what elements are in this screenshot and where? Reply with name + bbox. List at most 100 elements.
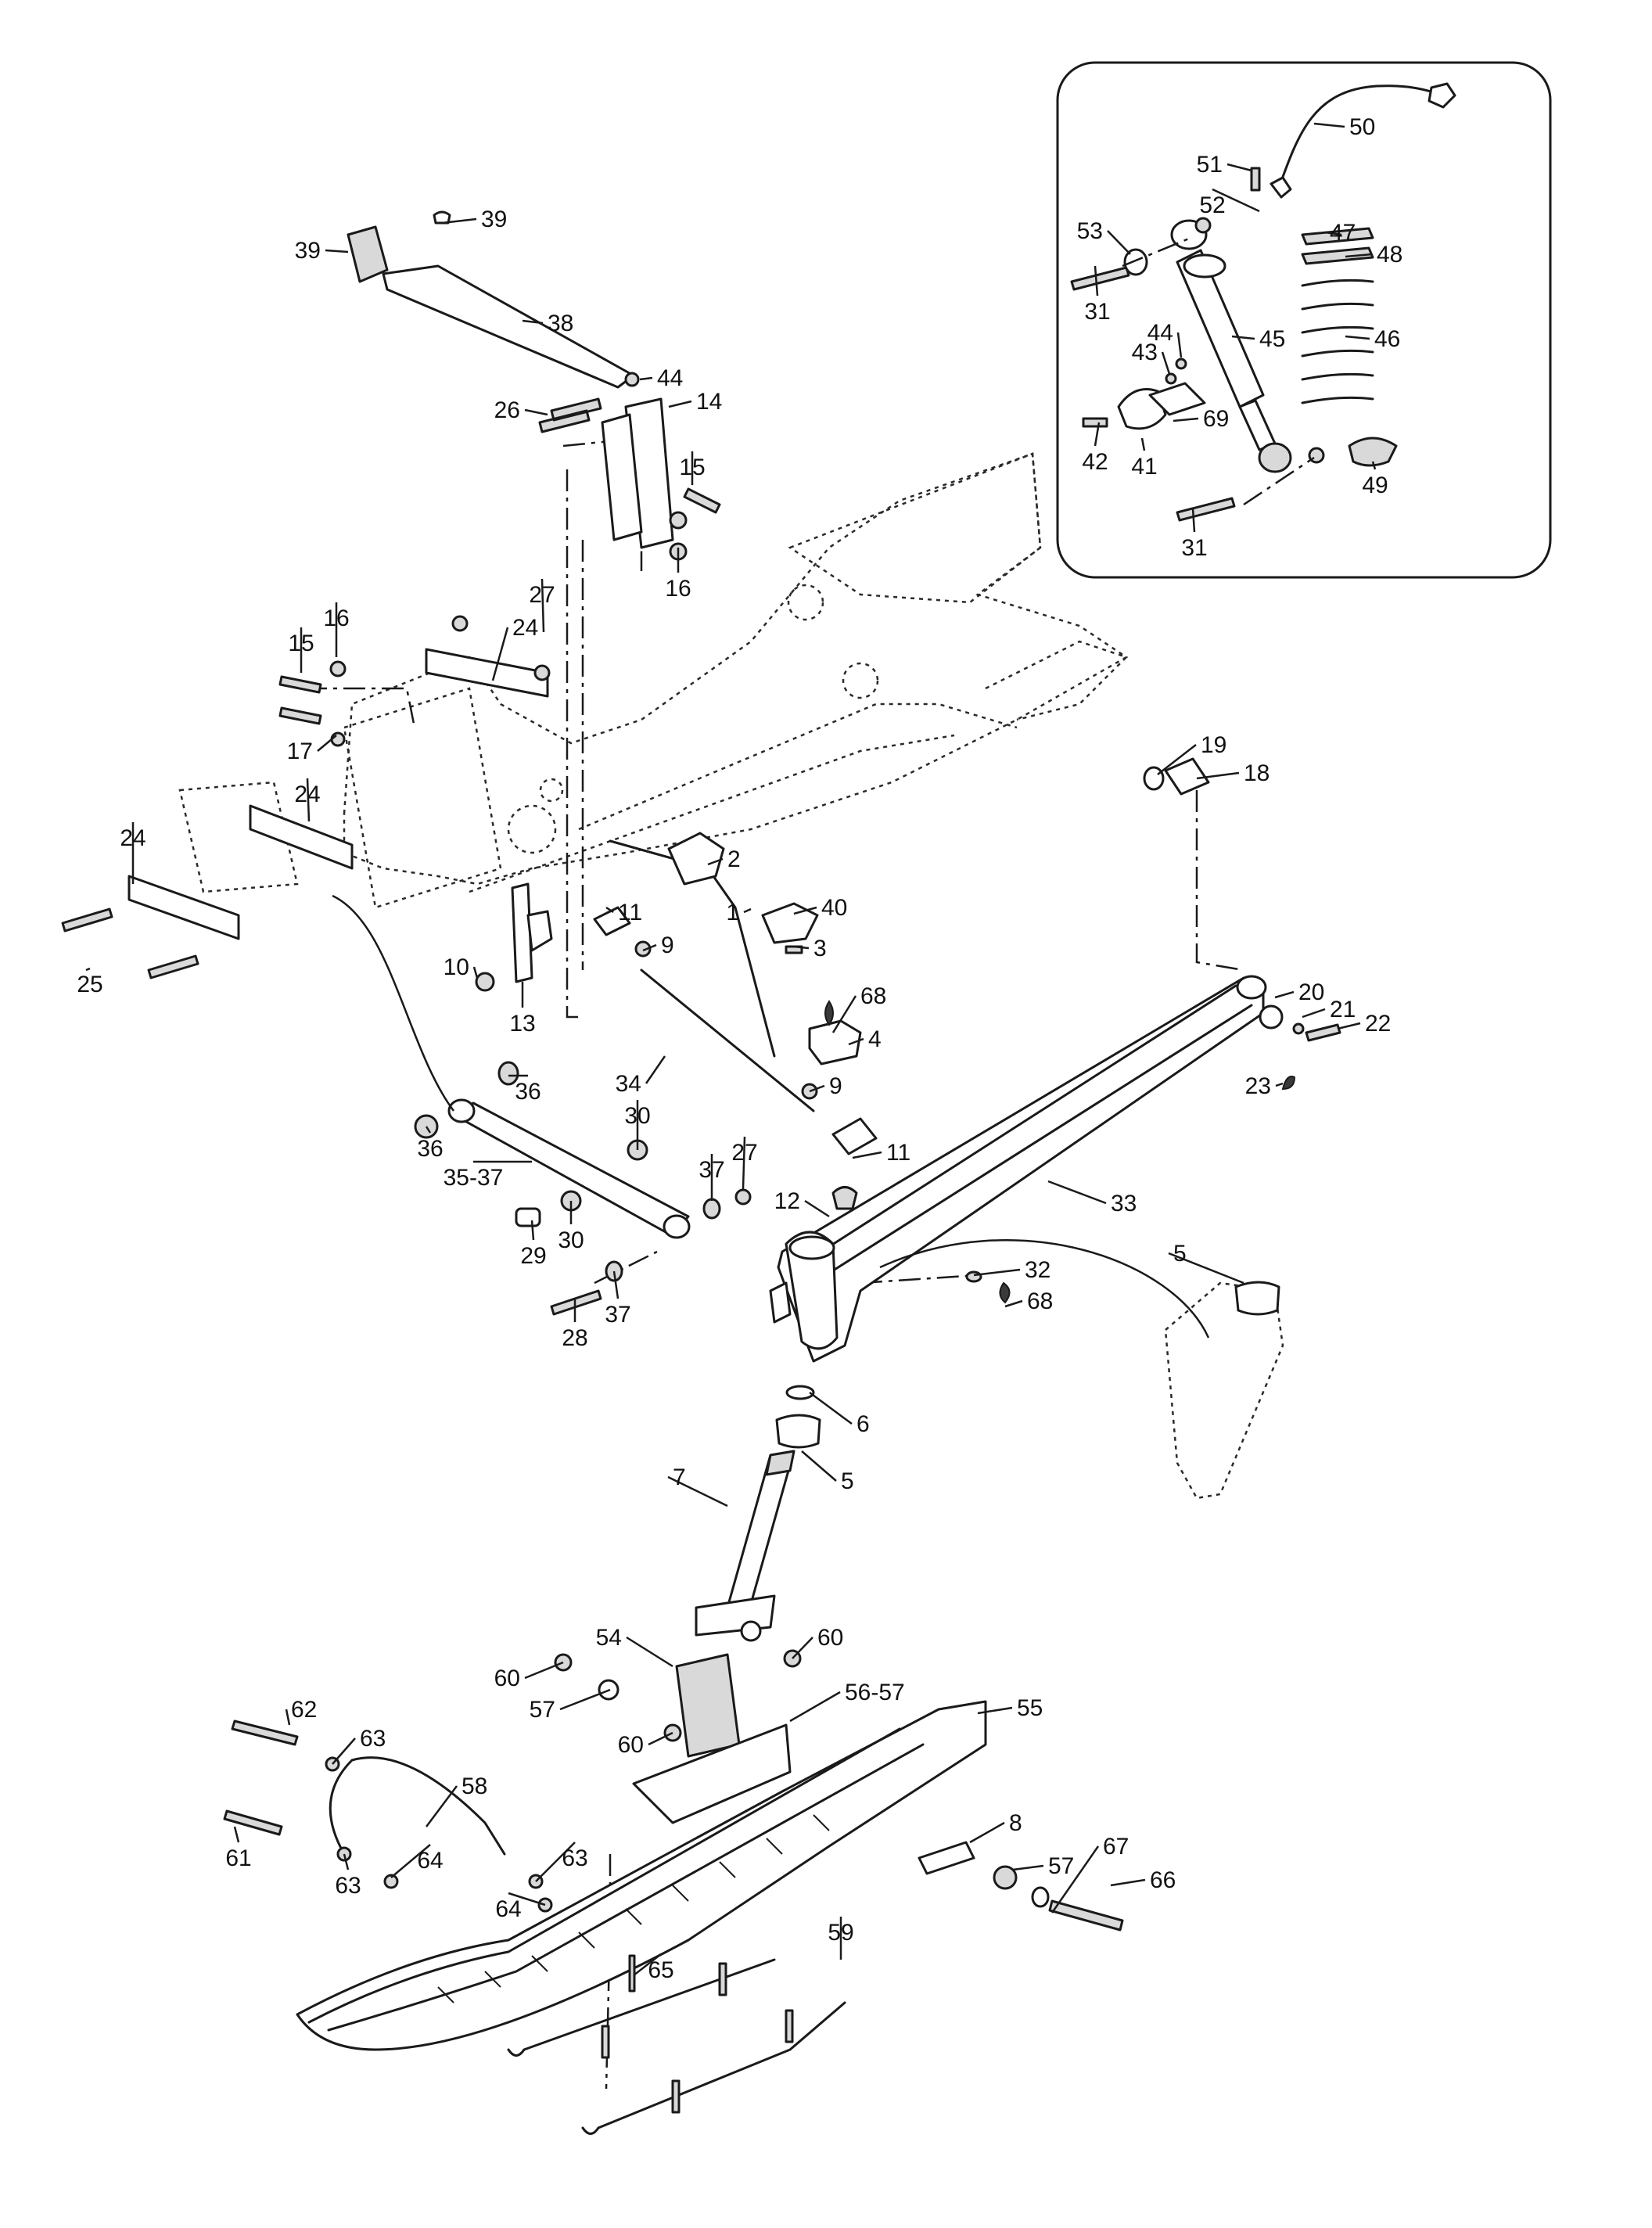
spring-46 (1301, 227, 1374, 404)
callout-c5b: 5 (801, 1450, 854, 1494)
link-24-left (127, 875, 240, 940)
callout-label: 42 (1082, 449, 1108, 475)
centerline-28 (594, 1250, 658, 1285)
callout-label: 46 (1374, 326, 1400, 352)
callout-c48: 48 (1345, 242, 1402, 268)
callout-label: 5 (1173, 1241, 1187, 1267)
bolt-15-top (683, 487, 721, 514)
callout-c62: 62 (285, 1697, 317, 1726)
bracket-69 (1148, 382, 1206, 416)
ski-saddle-56-57 (632, 1723, 792, 1824)
runner-59-a (507, 1958, 776, 2057)
callout-leader (1050, 1845, 1100, 1914)
bushing-18 (1164, 757, 1210, 796)
callout-c58: 58 (426, 1773, 487, 1827)
link-24-mid (249, 804, 354, 870)
callout-label: 32 (1025, 1257, 1050, 1283)
callout-label: 47 (1330, 220, 1356, 246)
bolt-61 (223, 1809, 283, 1836)
callout-leader (633, 1953, 662, 1976)
callout-label: 29 (520, 1243, 546, 1269)
callout-leader (742, 1136, 746, 1190)
frame-hole-b (842, 662, 879, 699)
hose-50 (1277, 84, 1441, 189)
nut-64-a (383, 1874, 399, 1889)
bolt-28 (550, 1289, 602, 1316)
frame-outline (343, 452, 1129, 886)
callout-c67: 67 (1050, 1834, 1129, 1914)
callout-leader (809, 1391, 853, 1425)
callout-label: 51 (1197, 152, 1223, 178)
callout-c29: 29 (520, 1220, 547, 1269)
callout-leader (648, 1731, 673, 1746)
callout-label: 37 (699, 1157, 724, 1183)
callout-label: 64 (417, 1848, 443, 1874)
hose-fitting (1428, 82, 1456, 109)
callout-leader (792, 1637, 813, 1659)
runner-59-b (581, 2001, 846, 2135)
callout-leader (1231, 335, 1255, 340)
arrow-curve-ski (879, 1239, 1210, 1339)
callout-label: 54 (596, 1625, 622, 1651)
callout-label: 69 (1203, 406, 1229, 432)
centerline-18-33 (1195, 790, 1244, 972)
cap-23 (1281, 1076, 1296, 1091)
callout-leader (969, 1821, 1005, 1844)
callout-c21: 21 (1302, 997, 1356, 1022)
callout-leader (1337, 1022, 1361, 1030)
callout-c45: 45 (1231, 326, 1285, 352)
spindle-7 (695, 1450, 795, 1642)
callout-c16a: 16 (665, 548, 691, 602)
callout-leader (1313, 122, 1345, 128)
callout-label: 2 (727, 846, 741, 872)
callout-label: 63 (335, 1873, 361, 1899)
washer-43 (1165, 372, 1177, 385)
callout-label: 52 (1199, 192, 1225, 218)
callout-c37a: 37 (699, 1154, 725, 1201)
callout-label: 35-37 (444, 1165, 504, 1191)
callout-leader (317, 735, 337, 752)
frame-mount-plate (788, 452, 1042, 604)
callout-c50: 50 (1313, 114, 1375, 140)
runner-stud-b (718, 1962, 727, 1996)
centerline-13 (566, 469, 583, 1019)
inset-centerline-a (1122, 237, 1190, 268)
callout-label: 63 (360, 1726, 386, 1752)
callout-c47: 47 (1324, 220, 1356, 246)
nut-10 (475, 972, 495, 992)
callout-label: 34 (616, 1071, 641, 1097)
callout-c5a: 5 (1168, 1241, 1244, 1285)
callout-c22: 22 (1337, 1011, 1391, 1037)
callout-label: 27 (529, 582, 555, 608)
callout-label: 24 (120, 825, 145, 851)
frame-right-arm (985, 640, 1129, 721)
trailing-arm-33 (769, 975, 1267, 1363)
callout-label: 64 (495, 1896, 521, 1922)
callout-c41: 41 (1131, 437, 1158, 480)
callout-leader (1371, 461, 1377, 470)
callout-c12: 12 (774, 1188, 830, 1218)
callout-leader (472, 966, 479, 979)
nut-27-top-b (533, 664, 551, 681)
callout-leader (1226, 163, 1252, 172)
callout-leader (1345, 253, 1373, 258)
nut-16-top-a (669, 511, 688, 530)
cap-39-left (347, 225, 389, 283)
callout-label: 57 (530, 1697, 555, 1723)
callout-label: 37 (605, 1302, 630, 1328)
callout-leader (233, 1826, 240, 1843)
callout-leader (789, 1691, 841, 1723)
callout-label: 45 (1259, 326, 1285, 352)
washer-6 (785, 1385, 815, 1400)
callout-label: 20 (1298, 979, 1324, 1005)
runner-stud-a (601, 2025, 610, 2059)
callout-label: 22 (1365, 1011, 1391, 1037)
callout-c31a: 31 (1084, 265, 1111, 325)
insert-54 (675, 1653, 741, 1758)
callout-label: 13 (509, 1011, 535, 1037)
bracket-13 (511, 882, 533, 983)
bolt-22 (1305, 1023, 1341, 1042)
bracket-13-tab (526, 910, 553, 952)
callout-leader (977, 1706, 1013, 1715)
